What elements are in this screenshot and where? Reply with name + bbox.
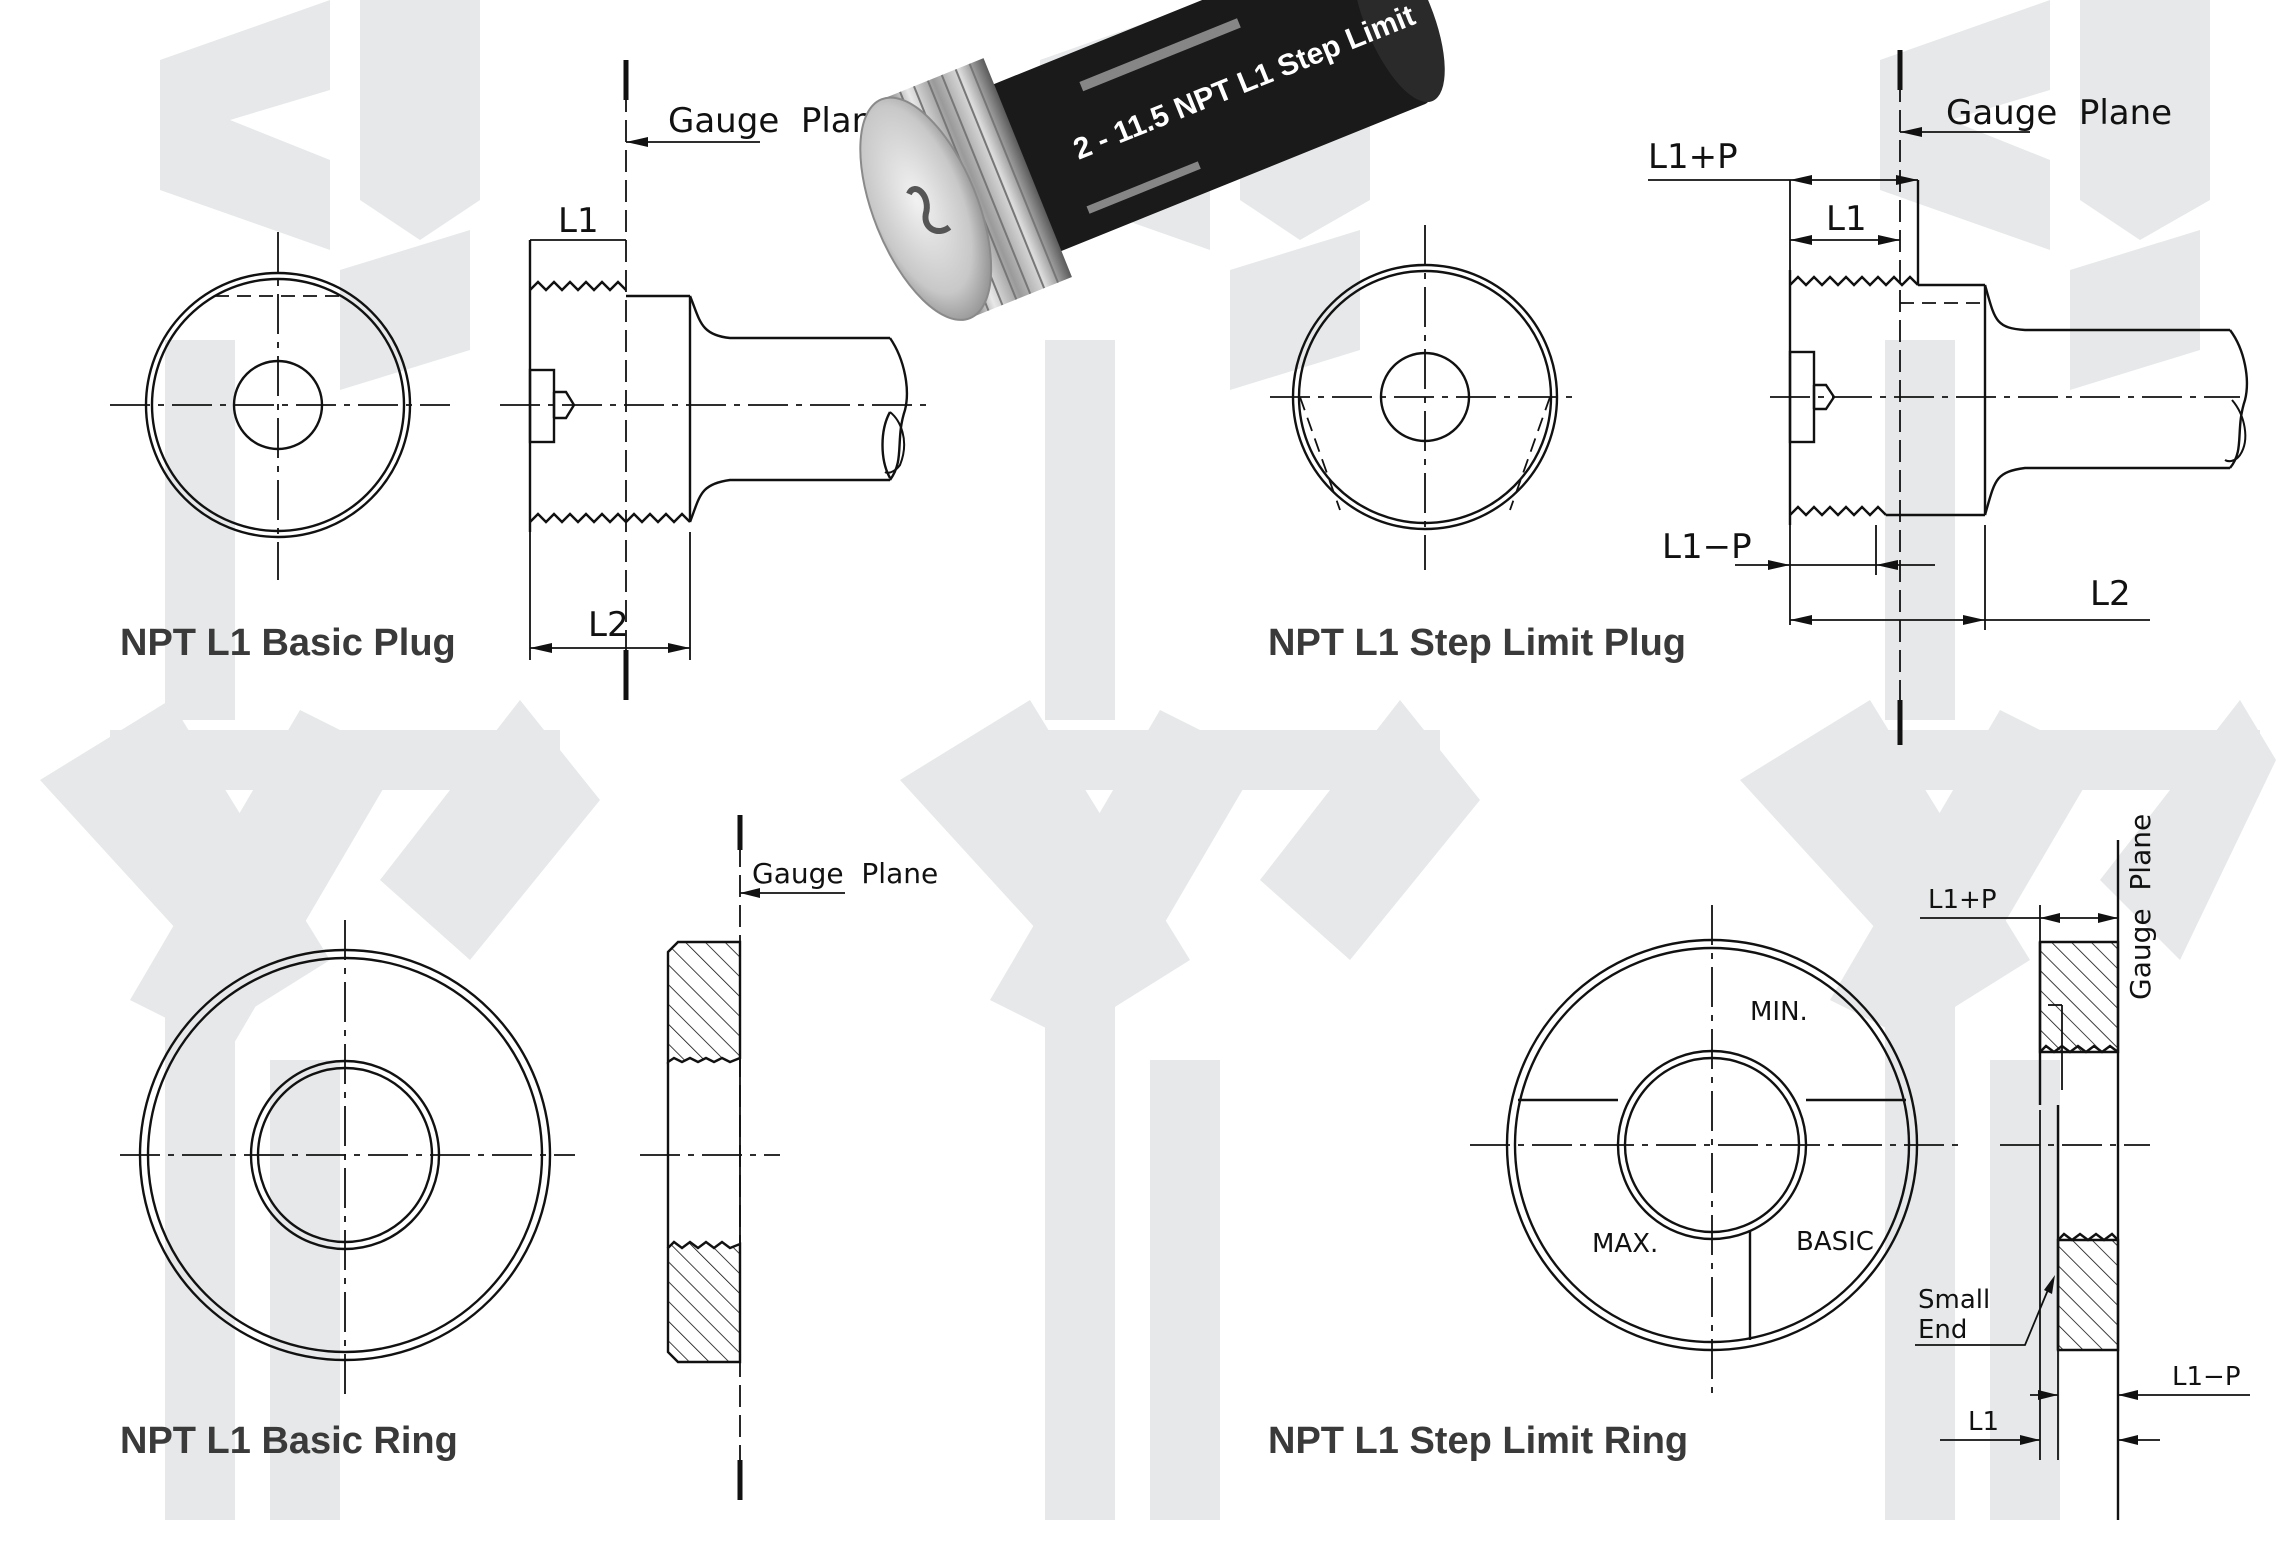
ring-basic-label: BASIC	[1796, 1227, 1874, 1257]
basic-ring-section-view	[640, 815, 845, 1500]
step-limit-plug-side-view	[1648, 50, 2249, 745]
step-plug-l1p-label: L1+P	[1648, 137, 1738, 177]
step-plug-l2-label: L2	[2090, 574, 2131, 614]
ring-max-label: MAX.	[1592, 1229, 1658, 1259]
basic-plug-l2-label: L2	[588, 605, 629, 645]
caption-basic-ring: NPT L1 Basic Ring	[120, 1420, 458, 1462]
caption-step-limit-ring: NPT L1 Step Limit Ring	[1268, 1420, 1689, 1462]
basic-ring-front-view	[120, 920, 575, 1395]
watermark	[40, 0, 2276, 1520]
ring-end-label: End	[1918, 1315, 1967, 1345]
step-limit-plug-front-view	[1270, 225, 1580, 570]
basic-plug-side-view	[500, 60, 930, 700]
ring-min-label: MIN.	[1750, 997, 1808, 1027]
basic-plug-front-view	[110, 232, 450, 580]
basic-plug-l1-label: L1	[558, 201, 599, 241]
step-plug-l1m-label: L1−P	[1662, 527, 1752, 567]
ring-l1m-label: L1−P	[2172, 1362, 2241, 1392]
step-limit-ring-section-view	[1915, 840, 2250, 1520]
step-limit-ring-front-view	[1470, 905, 1960, 1395]
basic-ring-gauge-plane-label: Gauge Plane	[752, 857, 938, 890]
caption-step-limit-plug: NPT L1 Step Limit Plug	[1268, 622, 1687, 664]
ring-small-label: Small	[1918, 1285, 1990, 1315]
caption-basic-plug: NPT L1 Basic Plug	[120, 622, 456, 664]
basic-plug-gauge-plane-label: Gauge Plane	[668, 101, 894, 141]
ring-l1-label: L1	[1968, 1407, 1999, 1437]
step-plug-gauge-plane-label: Gauge Plane	[1946, 93, 2172, 133]
step-limit-plug-photo: 2 - 11.5 NPT L1 Step Limit	[859, 0, 1445, 321]
ring-l1p-label: L1+P	[1928, 885, 1997, 915]
step-plug-l1-label: L1	[1826, 199, 1867, 239]
ring-gauge-plane-label: Gauge Plane	[2124, 814, 2157, 1000]
